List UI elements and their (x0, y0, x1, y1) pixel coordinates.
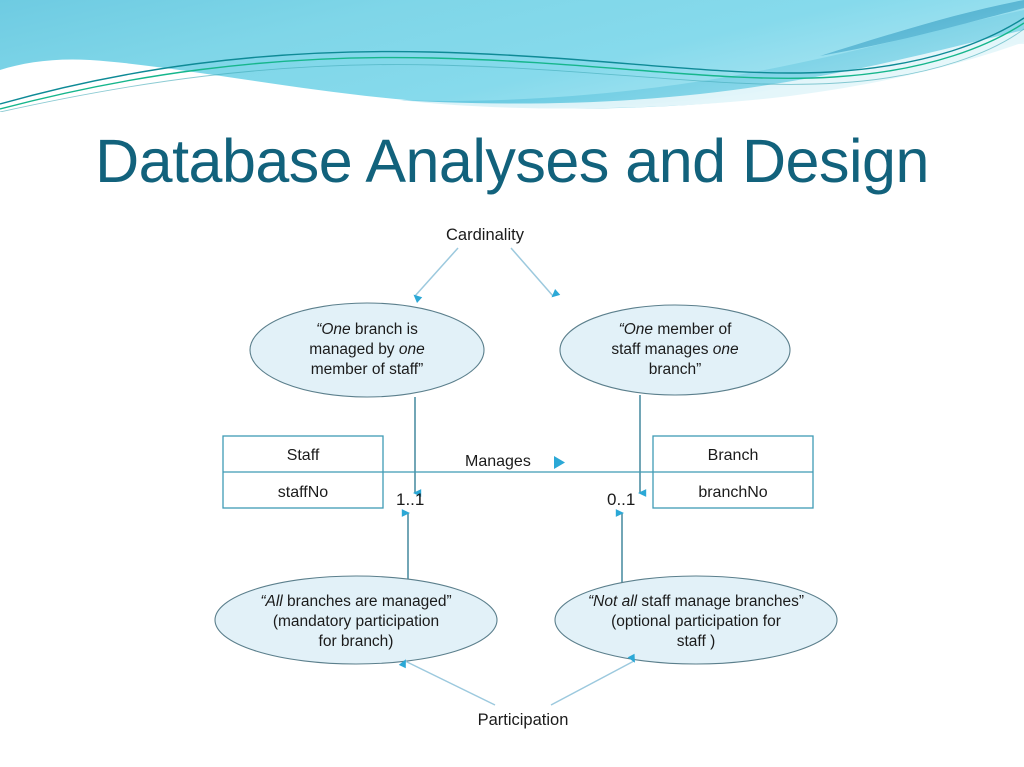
cardinality-value-left: 1..1 (396, 490, 424, 509)
bubble-cardinality-left-line1: “One branch is (316, 321, 418, 338)
cardinality-leader-right (510, 247, 561, 298)
wave-shape-highlight (300, 30, 1024, 109)
wave-line-faint (0, 28, 1024, 112)
bubble-cardinality-right (559, 304, 791, 396)
wave-shape-accent (820, 0, 1024, 56)
entity-name-branch: Branch (708, 447, 759, 464)
bubble-participation-left-line1: “All branches are managed” (260, 593, 451, 610)
participation-leader-right (550, 653, 635, 706)
bubble-participation-right-line2: (optional participation for (611, 613, 781, 630)
bubble-cardinality-right-line1: “One member of (619, 321, 733, 338)
entity-attribute-branchno: branchNo (698, 484, 767, 501)
bubble-participation-left (214, 575, 498, 665)
bubble-participation-right (554, 575, 838, 665)
diagram-picture-frame: Cardinality “One branch is managed by on… (113, 200, 868, 763)
relationship-direction-arrow-icon (554, 456, 565, 469)
cardinality-value-right: 0..1 (607, 490, 635, 509)
decorative-wave-banner (0, 0, 1024, 112)
wave-shape-secondary (400, 10, 1024, 109)
participation-label: Participation (478, 711, 569, 729)
wave-line-teal (0, 17, 1024, 105)
bubble-participation-right-line3: staff ) (677, 633, 715, 650)
participation-leader-left (398, 659, 496, 706)
bubble-cardinality-left (249, 302, 485, 398)
bubble-participation-left-line3: for branch) (319, 633, 394, 650)
relationship-label: Manages (465, 453, 531, 470)
bubble-participation-left-line2: (mandatory participation (273, 613, 439, 630)
entity-name-staff: Staff (287, 447, 320, 464)
bubble-participation-right-line1: “Not all staff manage branches” (588, 593, 804, 610)
bubble-cardinality-right-line2: staff manages one (611, 341, 739, 358)
wave-line-green (0, 22, 1024, 110)
entity-attribute-staffno: staffNo (278, 484, 329, 501)
slide-title: Database Analyses and Design (95, 127, 929, 195)
cardinality-leader-left (413, 247, 459, 304)
cardinality-label: Cardinality (446, 226, 525, 244)
bubble-cardinality-right-line3: branch” (649, 361, 702, 378)
bubble-cardinality-left-line3: member of staff” (311, 361, 424, 378)
bubble-cardinality-left-line2: managed by one (309, 341, 425, 358)
